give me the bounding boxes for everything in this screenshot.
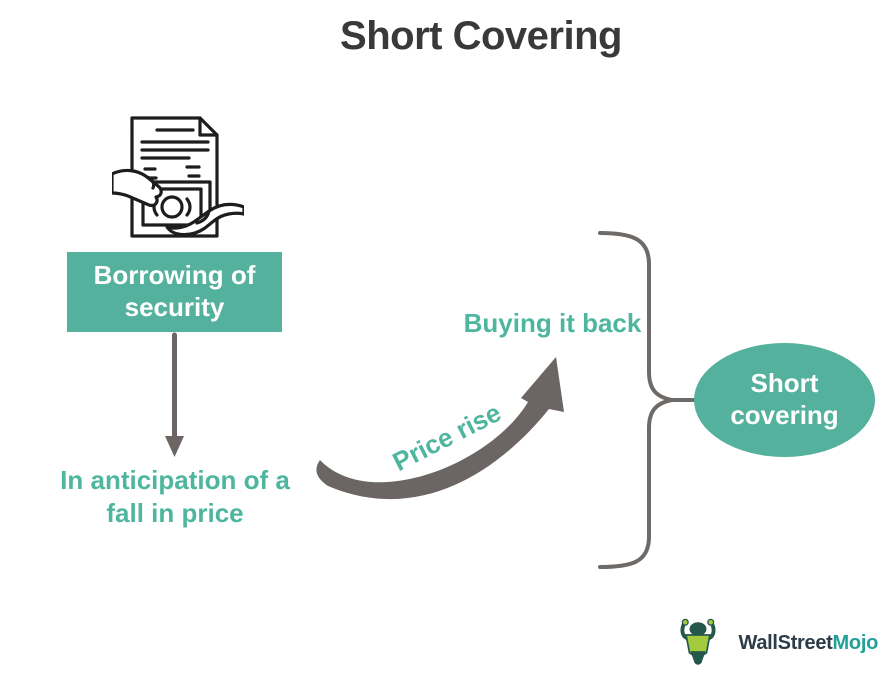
document-outline [130,116,219,238]
bull-left-fist [682,618,690,626]
bull-head [689,622,707,636]
document-money-exchange-icon [112,116,244,238]
down-arrow-head [165,436,184,457]
mojo-text: Mojo [832,632,879,654]
left-hand-finger-line [145,175,156,190]
wallstreetmojo-wordmark: WallStreetMojo [738,632,878,655]
short-covering-label: Short covering [730,368,839,430]
bull-right-fist [707,618,715,626]
wallstreet-text: WallStreet [738,632,833,654]
bull-mascot-icon [680,618,716,665]
right-hand-finger-line [195,209,211,225]
right-curly-brace [598,231,673,569]
buying-it-back-label: Buying it back [463,308,642,338]
curved-up-arrow [316,357,564,500]
document-text-lines [140,128,210,180]
bull-muzzle [690,651,707,665]
banknote-coin-circle [160,195,184,219]
document-fold-corner [198,116,219,137]
page-title: Short Covering [340,14,622,58]
borrowing-of-security-label: Borrowing of security [93,260,256,322]
short-covering-ellipse: Short covering [694,343,875,457]
borrowing-of-security-box: Borrowing of security [67,252,282,332]
wallstreetmojo-logo: WallStreetMojo [677,618,878,669]
anticipation-label: In anticipation of a fall in price [60,465,290,529]
